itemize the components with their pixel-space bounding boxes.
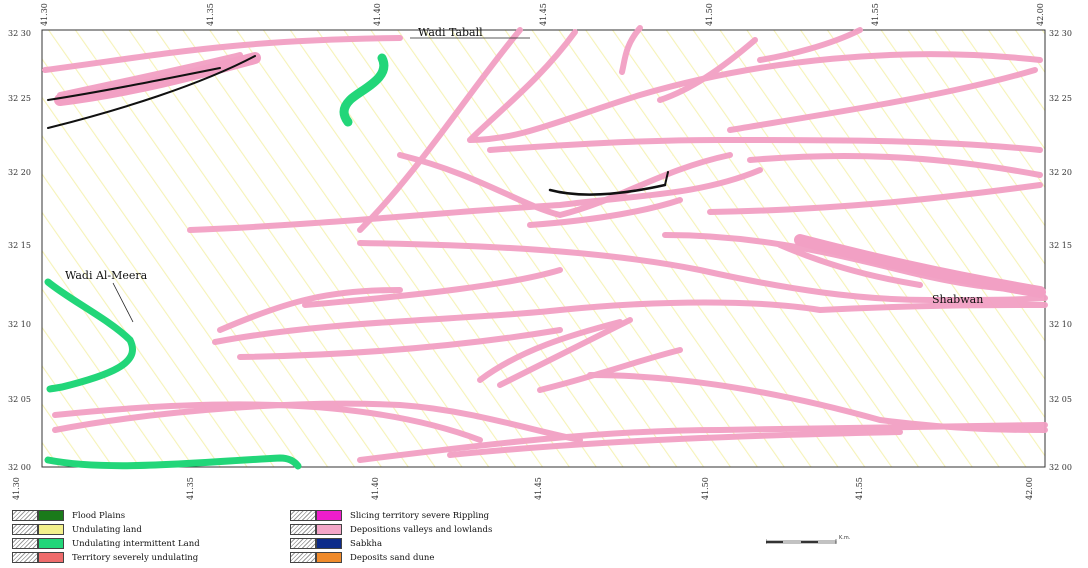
lat-left-32-15: 32 15	[8, 241, 31, 250]
legend-label: Slicing territory severe Rippling	[350, 510, 490, 521]
wadi-network	[42, 25, 1048, 463]
lon-bottom-41-55: 41.55	[855, 477, 864, 500]
legend-label: Sabkha	[350, 538, 383, 549]
lon-bottom-41-35: 41.35	[186, 477, 195, 500]
lon-top-41-45: 41.45	[539, 3, 548, 26]
legend-item-deposits-sand-dune: Deposits sand dune	[290, 551, 434, 564]
latitude-right-labels: 32 30 32 25 32 20 32 15 32 10 32 05 32 0…	[1049, 29, 1072, 472]
legend-swatch-hatch	[12, 552, 38, 563]
legend-swatch-depositions-valleys	[316, 524, 342, 535]
latitude-left-labels: 32 30 32 25 32 20 32 15 32 10 32 05 32 0…	[8, 29, 31, 472]
lat-right-32-05: 32 05	[1049, 395, 1072, 404]
legend-swatch-slicing-territory	[316, 510, 342, 521]
lat-left-32-25: 32 25	[8, 94, 31, 103]
lat-left-32-05: 32 05	[8, 395, 31, 404]
legend-item-undulating-intermittent-land: Undulating intermittent Land	[12, 537, 200, 550]
lon-bottom-41-30: 41.30	[12, 477, 21, 500]
legend-swatch-hatch	[290, 524, 316, 535]
legend-swatch-hatch	[290, 510, 316, 521]
legend-swatch-flood-plains	[38, 510, 64, 521]
lon-top-41-40: 41.40	[373, 3, 382, 26]
legend-label: Deposits sand dune	[350, 552, 435, 563]
lat-right-32-20: 32 20	[1049, 168, 1072, 177]
place-label-wadi-al-meera: Wadi Al-Meera	[65, 269, 148, 282]
legend-swatch-undulating-land	[38, 524, 64, 535]
legend-swatch-territory-severely-undulating	[38, 552, 64, 563]
scale-unit: K.m.	[839, 535, 851, 541]
legend-label: Flood Plains	[72, 510, 126, 521]
legend-item-territory-severely-undulating: Territory severely undulating	[12, 551, 198, 564]
lon-bottom-42-00: 42.00	[1025, 477, 1034, 500]
undulating-intermittent-land	[44, 53, 389, 470]
place-label-wadi-taball: Wadi Taball	[418, 26, 483, 39]
geomorphology-map: 41.30 41.35 41.40 41.45 41.50 41.55 42.0…	[8, 3, 1072, 500]
lon-top-41-30: 41.30	[40, 3, 49, 26]
lon-bottom-41-40: 41.40	[371, 477, 380, 500]
scale-bar-graphic	[765, 539, 837, 544]
legend-item-flood-plains: Flood Plains	[12, 509, 125, 522]
legend-label: Undulating intermittent Land	[72, 538, 200, 549]
map-legend: Flood Plains Undulating land Undulating …	[10, 506, 650, 566]
escarpment	[548, 183, 667, 196]
lat-right-32-00: 32 00	[1049, 463, 1072, 472]
legend-swatch-hatch	[12, 510, 38, 521]
legend-item-sabkha: Sabkha	[290, 537, 382, 550]
lon-top-41-35: 41.35	[206, 3, 215, 26]
legend-swatch-undulating-intermittent-land	[38, 538, 64, 549]
legend-swatch-sabkha	[316, 538, 342, 549]
legend-swatch-hatch	[12, 524, 38, 535]
legend-item-undulating-land: Undulating land	[12, 523, 142, 536]
scale-bar: K.m.	[765, 533, 866, 552]
lon-top-41-50: 41.50	[705, 3, 714, 26]
lat-right-32-30: 32 30	[1049, 29, 1072, 38]
lon-bottom-41-50: 41.50	[701, 477, 710, 500]
place-label-shabwan: Shabwan	[932, 293, 983, 306]
legend-label: Territory severely undulating	[72, 552, 199, 563]
legend-label: Undulating land	[72, 524, 142, 535]
lat-right-32-10: 32 10	[1049, 320, 1072, 329]
longitude-bottom-labels: 41.30 41.35 41.40 41.45 41.50 41.55 42.0…	[12, 477, 1034, 500]
lat-right-32-15: 32 15	[1049, 241, 1072, 250]
legend-swatch-deposits-sand-dune	[316, 552, 342, 563]
lat-right-32-25: 32 25	[1049, 94, 1072, 103]
legend-item-depositions-valleys: Depositions valleys and lowlands	[290, 523, 492, 536]
legend-swatch-hatch	[290, 552, 316, 563]
lon-top-41-55: 41.55	[871, 3, 880, 26]
longitude-top-labels: 41.30 41.35 41.40 41.45 41.50 41.55 42.0…	[40, 3, 1045, 26]
legend-item-slicing-territory: Slicing territory severe Rippling	[290, 509, 489, 522]
lon-top-42-00: 42.00	[1036, 3, 1045, 26]
lat-left-32-30: 32 30	[8, 29, 31, 38]
legend-swatch-hatch	[12, 538, 38, 549]
legend-label: Depositions valleys and lowlands	[350, 524, 493, 535]
legend-swatch-hatch	[290, 538, 316, 549]
lat-left-32-00: 32 00	[8, 463, 31, 472]
lon-bottom-41-45: 41.45	[534, 477, 543, 500]
lat-left-32-20: 32 20	[8, 168, 31, 177]
lat-left-32-10: 32 10	[8, 320, 31, 329]
